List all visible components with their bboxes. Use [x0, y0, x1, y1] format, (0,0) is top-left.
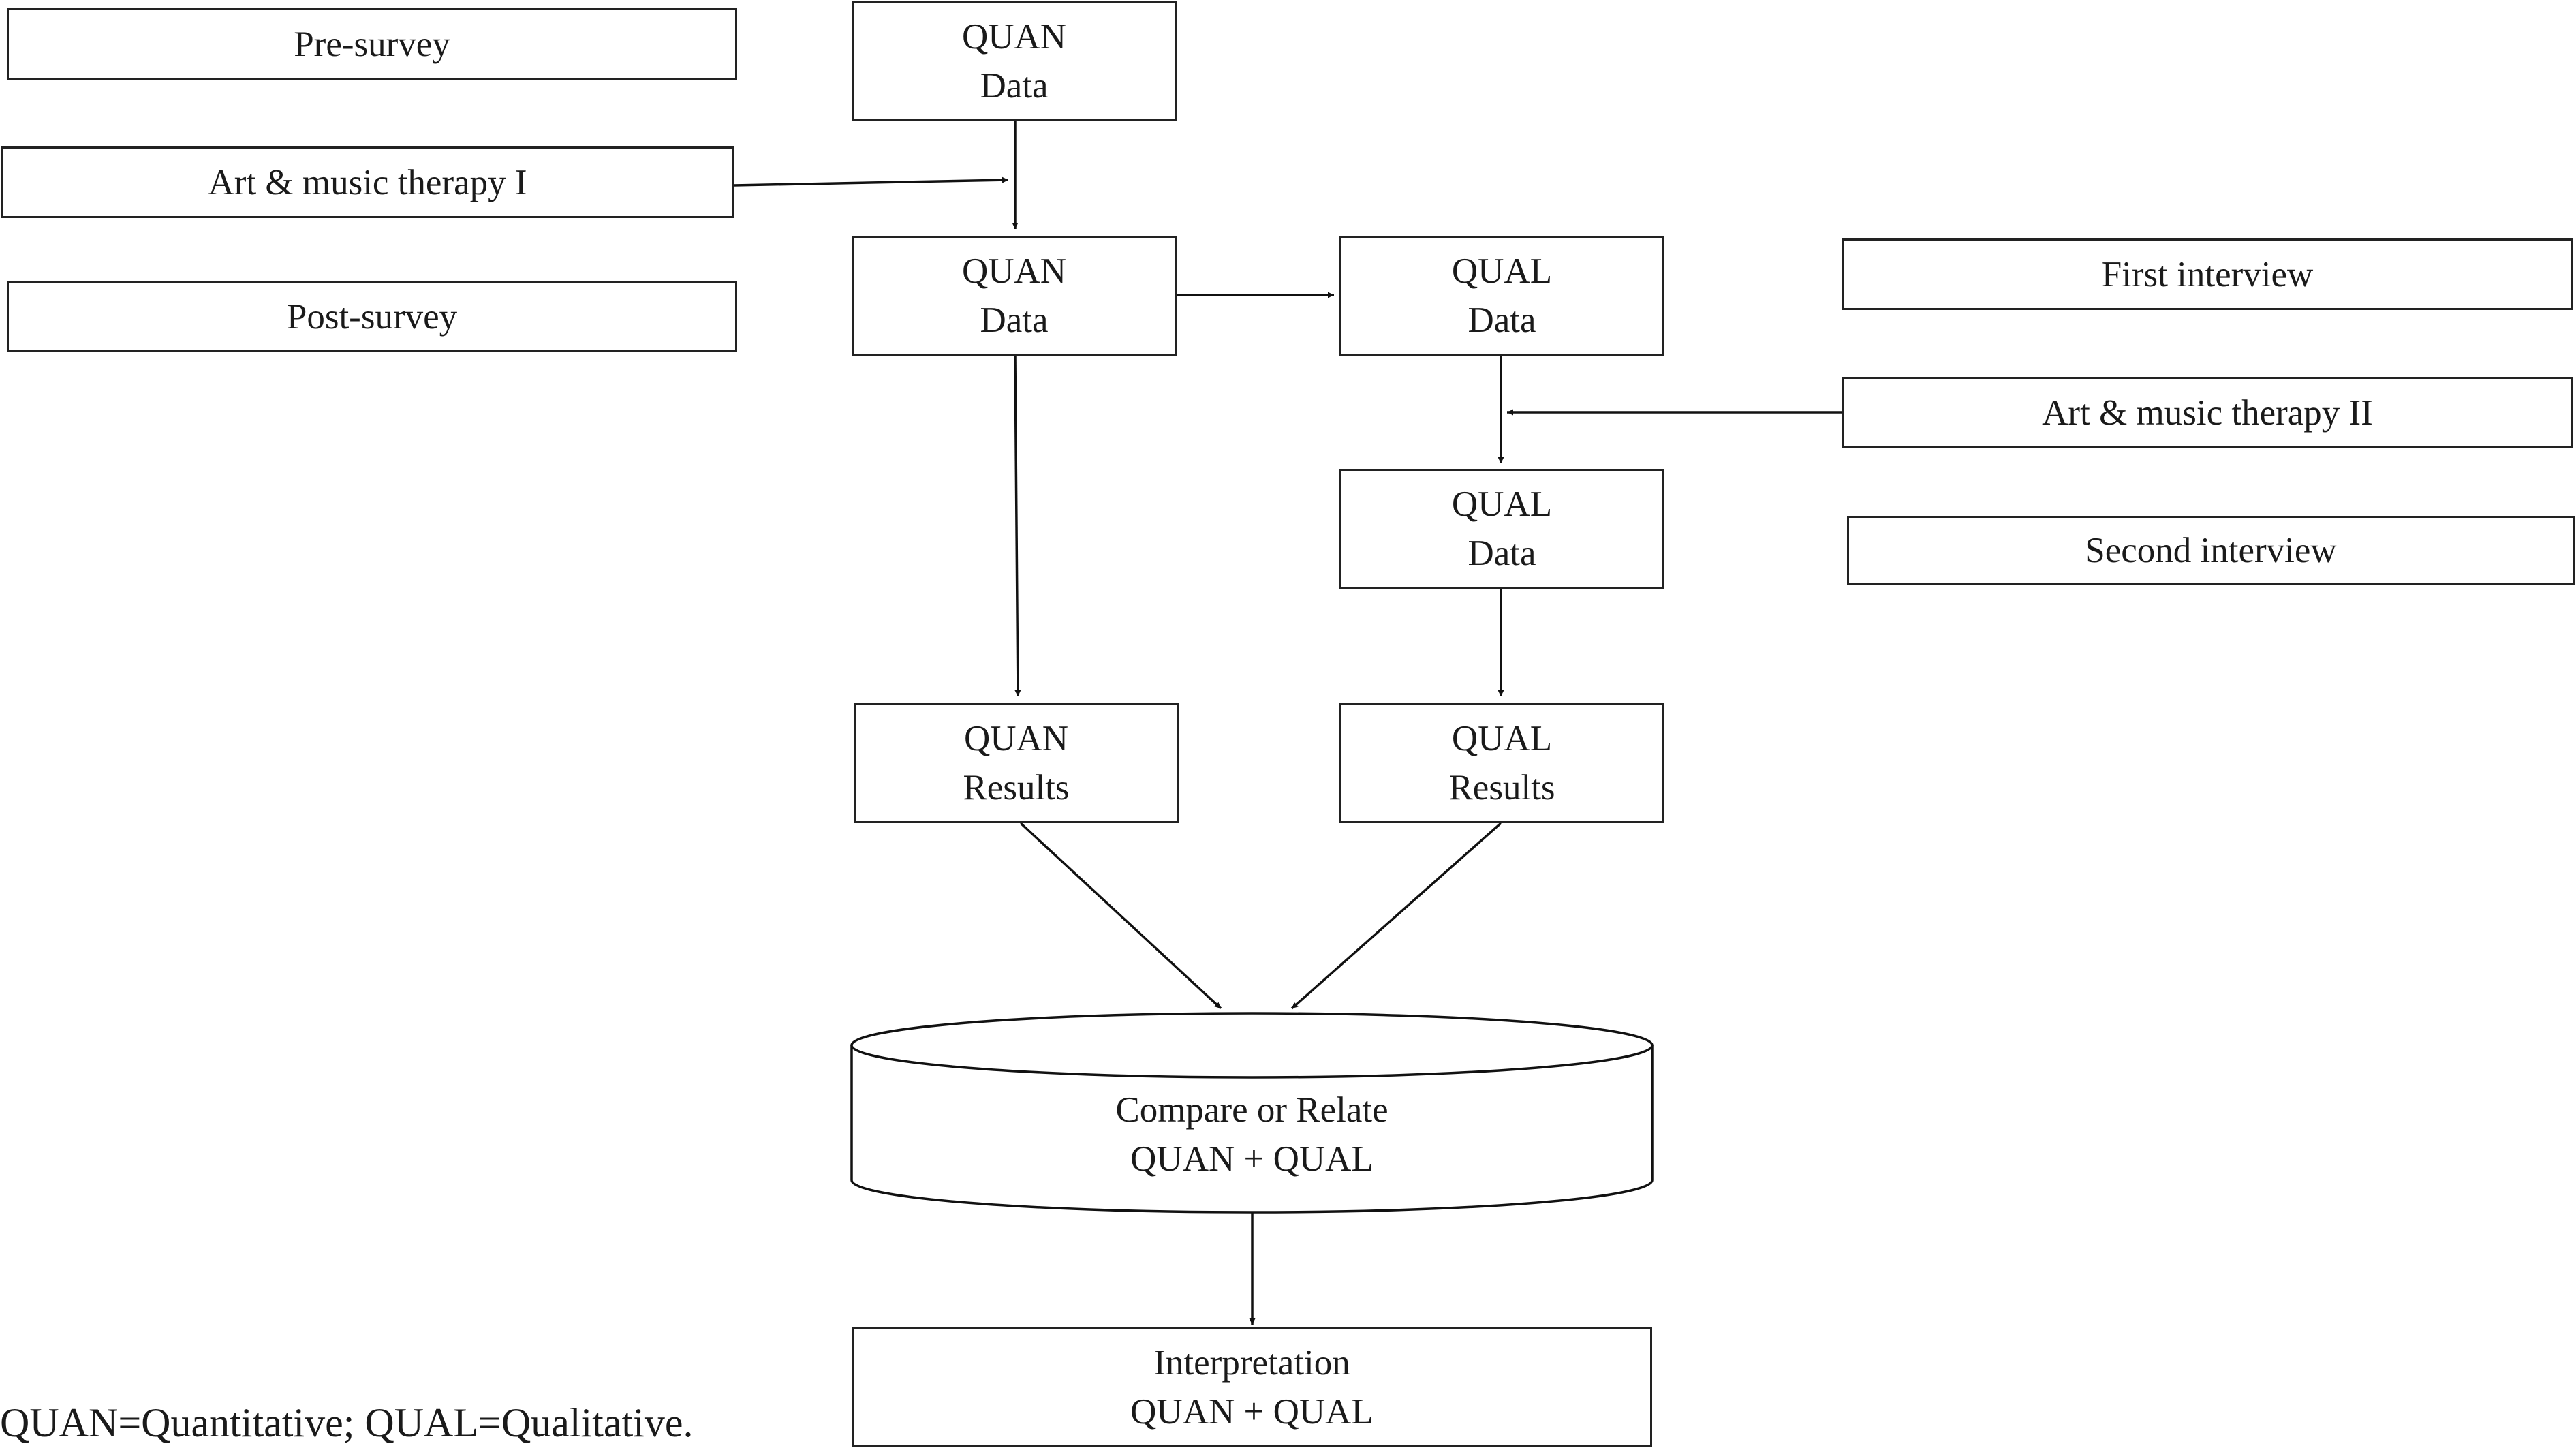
therapy-2-label: Art & music therapy II: [2042, 392, 2373, 433]
arrow-quan-results-to-compare: [1019, 822, 1222, 1010]
qual-data-1-line1: QUAL: [1451, 251, 1553, 291]
arrow-therapy-1-to-quan-track: [733, 176, 1009, 187]
compare-line2: QUAN + QUAL: [1130, 1139, 1374, 1179]
therapy-2-box: Art & music therapy II: [1842, 377, 2573, 448]
therapy-1-box: Art & music therapy I: [1, 146, 734, 218]
quan-results-box: QUAN Results: [854, 703, 1179, 823]
quan-results-line2: Results: [963, 768, 1070, 807]
quan-data-1-line1: QUAN: [961, 17, 1067, 57]
quan-data-2-line1: QUAN: [961, 251, 1067, 291]
therapy-1-label: Art & music therapy I: [208, 162, 527, 202]
first-interview-label: First interview: [2101, 254, 2314, 294]
first-interview-box: First interview: [1842, 238, 2573, 310]
qual-data-2-line1: QUAL: [1451, 484, 1553, 524]
quan-data-box-2: QUAN Data: [852, 236, 1177, 356]
pre-survey-box: Pre-survey: [7, 8, 737, 80]
qual-data-1-line2: Data: [1468, 300, 1536, 340]
second-interview-label: Second interview: [2085, 531, 2337, 570]
qual-data-box-2: QUAL Data: [1339, 469, 1664, 589]
qual-data-2-line2: Data: [1468, 534, 1536, 573]
post-survey-label: Post-survey: [286, 296, 458, 337]
quan-data-1-line2: Data: [980, 66, 1049, 106]
arrow-qual-results-to-compare: [1290, 822, 1502, 1010]
arrow-quan-data-2-to-quan-results: [1014, 355, 1021, 697]
quan-data-box-1: QUAN Data: [852, 1, 1177, 121]
qual-results-line2: Results: [1448, 768, 1555, 807]
quan-data-2-line2: Data: [980, 300, 1049, 340]
interpretation-box: Interpretation QUAN + QUAL: [852, 1327, 1652, 1447]
interpretation-line1: Interpretation: [1153, 1343, 1350, 1383]
post-survey-box: Post-survey: [7, 281, 737, 352]
quan-results-line1: QUAN: [963, 719, 1069, 758]
interpretation-line2: QUAN + QUAL: [1130, 1392, 1374, 1432]
qual-results-box: QUAL Results: [1339, 703, 1664, 823]
qual-data-box-1: QUAL Data: [1339, 236, 1664, 356]
compare-cylinder: [850, 1012, 1654, 1214]
abbreviation-footnote: QUAN=Quantitative; QUAL=Qualitative.: [0, 1400, 694, 1445]
compare-line1: Compare or Relate: [1115, 1090, 1388, 1130]
pre-survey-label: Pre-survey: [294, 24, 450, 64]
compare-text: Compare or Relate QUAN + QUAL: [852, 1077, 1652, 1192]
qual-results-line1: QUAL: [1451, 719, 1553, 758]
second-interview-box: Second interview: [1847, 516, 2575, 585]
